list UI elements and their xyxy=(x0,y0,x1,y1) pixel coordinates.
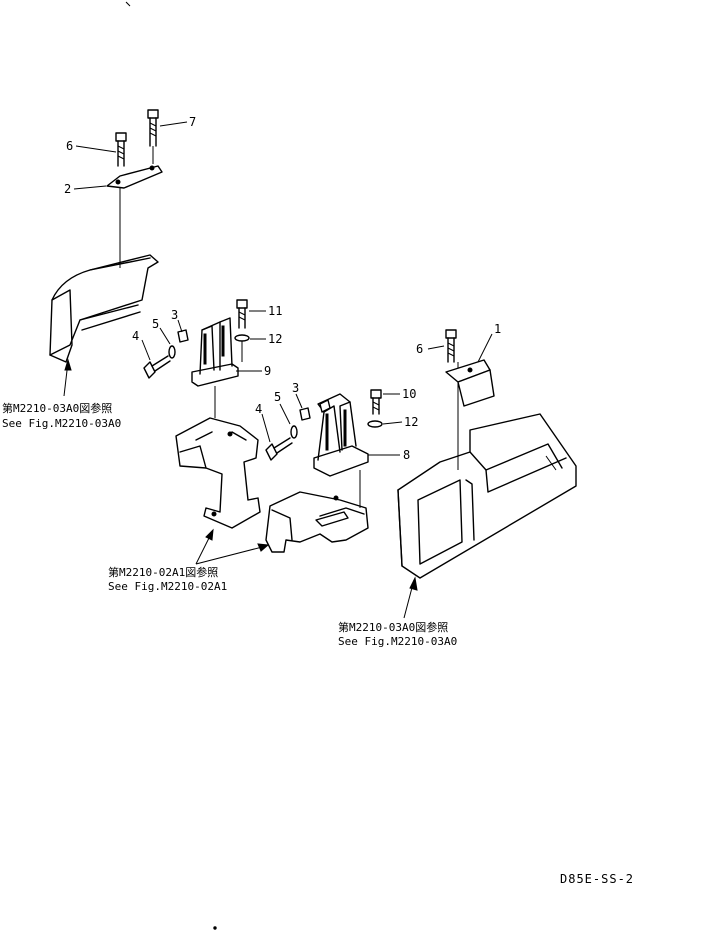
part-11-bolt xyxy=(236,299,248,329)
callout-3-upper: 3 xyxy=(171,308,178,322)
left-reference-en: See Fig.M2210-03A0 xyxy=(2,417,121,430)
right-reference-jp: 第M2210-03A0図参照 xyxy=(338,620,448,634)
callout-6-left: 6 xyxy=(66,139,73,153)
part-3-nut-upper xyxy=(177,329,189,343)
callout-12-upper: 12 xyxy=(268,332,282,346)
left-side-cover xyxy=(49,188,159,363)
part-12-washer-lower xyxy=(367,420,383,428)
callout-8: 8 xyxy=(403,448,410,462)
callout-2: 2 xyxy=(64,182,71,196)
part-12-washer-upper xyxy=(234,334,250,362)
part-2-bracket xyxy=(106,165,163,189)
drawing-code: D85E-SS-2 xyxy=(560,872,634,886)
callout-4-upper: 4 xyxy=(132,329,139,343)
part-10-bolt xyxy=(370,389,382,415)
callout-3-lower: 3 xyxy=(292,381,299,395)
callout-12-lower: 12 xyxy=(404,415,418,429)
center-reference-en: See Fig.M2210-02A1 xyxy=(108,580,227,593)
callout-1: 1 xyxy=(494,322,501,336)
part-6-bolt-right xyxy=(445,329,457,363)
part-4-bolt-lower xyxy=(265,437,293,461)
callout-5-upper: 5 xyxy=(152,317,159,331)
left-reference-jp: 第M2210-03A0図参照 xyxy=(2,401,112,415)
part-6-bolt-left xyxy=(115,132,127,167)
right-reference-en: See Fig.M2210-03A0 xyxy=(338,635,457,648)
center-reference-jp: 第M2210-02A1図参照 xyxy=(108,565,218,579)
part-5-washer-lower xyxy=(290,425,298,439)
callout-7: 7 xyxy=(189,115,196,129)
part-9-support xyxy=(191,317,239,418)
callout-6-right: 6 xyxy=(416,342,423,356)
part-3-nut-lower xyxy=(299,407,311,421)
right-base-bracket xyxy=(265,491,369,553)
part-1-bracket xyxy=(445,359,495,407)
callout-numbers: 1 2 3 3 4 4 5 5 6 6 7 8 9 10 11 12 12 xyxy=(64,115,501,462)
part-7-bolt xyxy=(147,109,159,164)
part-5-washer-upper xyxy=(168,345,176,359)
part-4-bolt-upper xyxy=(143,355,171,379)
callout-5-lower: 5 xyxy=(274,390,281,404)
figure-references: 第M2210-03A0図参照 See Fig.M2210-03A0 第M2210… xyxy=(2,401,457,648)
left-base-bracket xyxy=(175,417,261,529)
callout-9: 9 xyxy=(264,364,271,378)
callout-11: 11 xyxy=(268,304,282,318)
leader-lines xyxy=(73,121,493,456)
callout-10: 10 xyxy=(402,387,416,401)
callout-4-lower: 4 xyxy=(255,402,262,416)
reference-arrows xyxy=(63,358,418,619)
scan-marks xyxy=(125,1,217,930)
part-8-support xyxy=(313,393,369,508)
